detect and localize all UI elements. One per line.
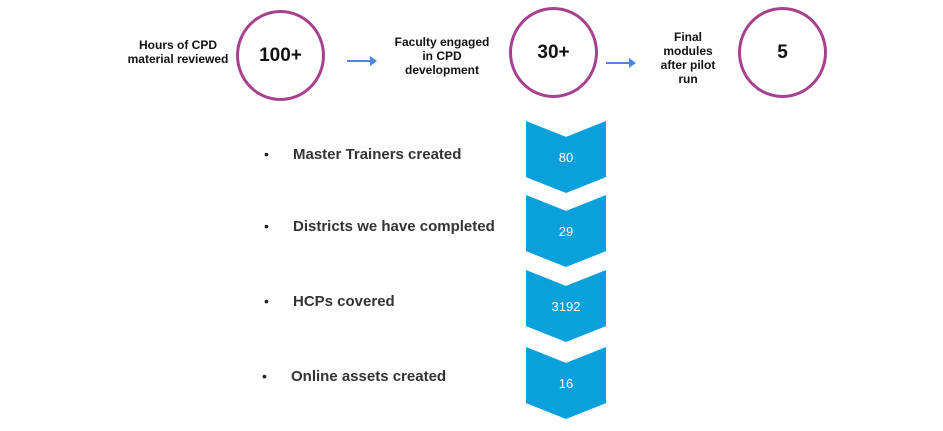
metric-chevron: 80 [526,121,606,193]
bullet: • [262,368,267,384]
metric-label: Master Trainers created [293,146,462,163]
metric-chevron: 29 [526,195,606,267]
metric-chevron: 3192 [526,270,606,342]
faculty-label: Faculty engaged in CPD development [394,35,490,77]
bullet: • [264,293,269,309]
hours-label: Hours of CPD material reviewed [127,38,229,66]
metric-label: Online assets created [291,368,447,385]
hours-circle: 100+ [236,10,325,101]
bullet: • [264,218,269,234]
modules-label: Final modules after pilot run [660,30,716,86]
arrow-right-icon [606,58,636,68]
arrow-right-icon [347,56,377,66]
metric-label: Districts we have completed [293,218,495,235]
metric-label: HCPs covered [293,293,395,310]
metric-chevron: 16 [526,347,606,419]
modules-circle: 5 [738,7,827,98]
bullet: • [264,146,269,162]
faculty-circle: 30+ [509,7,598,98]
